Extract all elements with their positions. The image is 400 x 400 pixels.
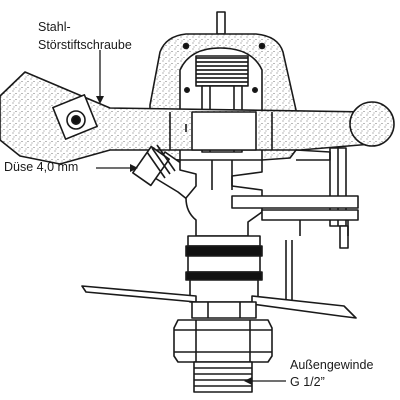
bearing-rings xyxy=(185,235,263,303)
label-nozzle: Düse 4,0 mm xyxy=(4,160,79,174)
label-pin-screw-line2: Störstiftschraube xyxy=(38,38,132,52)
label-thread-line2: G 1/2” xyxy=(290,375,325,389)
hex-nut xyxy=(173,319,273,363)
guide-rod xyxy=(285,240,293,306)
pin-screw xyxy=(52,94,98,140)
male-thread xyxy=(193,361,253,393)
deflector-plate xyxy=(81,285,357,319)
leader-arrowheads xyxy=(96,96,252,385)
leader-lines xyxy=(96,50,286,382)
counterweight xyxy=(349,101,395,147)
label-pin-screw-line1: Stahl- xyxy=(38,20,71,34)
top-pin xyxy=(216,11,226,35)
lower-stem xyxy=(191,301,257,319)
central-body xyxy=(179,159,263,237)
mid-arm xyxy=(231,195,359,236)
rocker-bar xyxy=(0,71,373,165)
label-thread-line1: Außengewinde xyxy=(290,358,374,372)
